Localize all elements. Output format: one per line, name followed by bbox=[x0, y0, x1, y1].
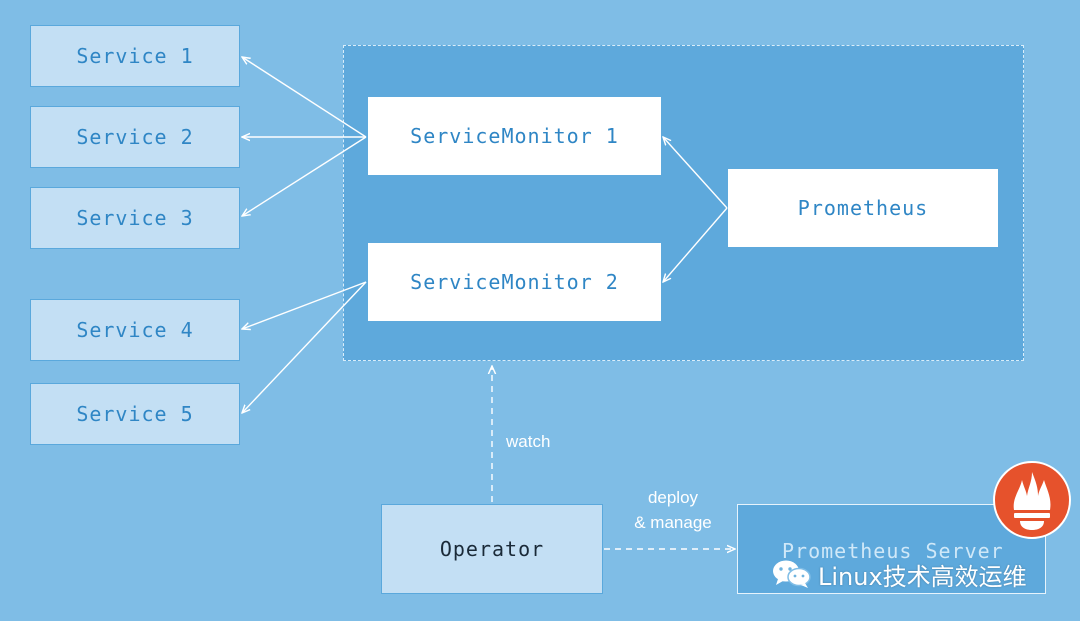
deploy-label: deploy bbox=[647, 488, 699, 507]
service-2-label: Service 2 bbox=[76, 125, 194, 149]
operator-label: Operator bbox=[439, 537, 545, 561]
edge-sm1-service3 bbox=[242, 136, 367, 216]
prometheus-server-box: Prometheus Server bbox=[737, 504, 1046, 594]
service-monitor-1-label: ServiceMonitor 1 bbox=[410, 124, 619, 148]
edge-sm2-service4 bbox=[242, 281, 367, 329]
edge-sm1-service1 bbox=[242, 57, 367, 138]
watch-label: watch bbox=[506, 432, 551, 451]
prometheus-box: Prometheus bbox=[728, 169, 998, 247]
service-monitor-2-box: ServiceMonitor 2 bbox=[368, 243, 661, 321]
prometheus-server-label: Prometheus Server bbox=[782, 539, 1004, 563]
prometheus-label: Prometheus bbox=[797, 196, 929, 220]
edge-sm2-service5 bbox=[242, 281, 367, 413]
edge-prometheus-sm2 bbox=[663, 207, 728, 282]
edge-prometheus-sm1 bbox=[663, 137, 728, 209]
service-5-label: Service 5 bbox=[76, 402, 194, 426]
service-monitor-1-box: ServiceMonitor 1 bbox=[368, 97, 661, 175]
watermark-text: Linux技术高效运维 bbox=[818, 562, 1027, 591]
service-monitor-2-label: ServiceMonitor 2 bbox=[410, 270, 619, 294]
service-3-label: Service 3 bbox=[76, 206, 194, 230]
service-4-box: Service 4 bbox=[30, 299, 240, 361]
prometheus-logo-icon bbox=[993, 461, 1071, 539]
service-4-label: Service 4 bbox=[76, 318, 194, 342]
service-1-box: Service 1 bbox=[30, 25, 240, 87]
service-3-box: Service 3 bbox=[30, 187, 240, 249]
service-5-box: Service 5 bbox=[30, 383, 240, 445]
wechat-icon bbox=[773, 560, 811, 588]
watermark: Linux技术高效运维 bbox=[770, 556, 1027, 592]
service-2-box: Service 2 bbox=[30, 106, 240, 168]
operator-box: Operator bbox=[381, 504, 603, 594]
manage-label: & manage bbox=[634, 513, 712, 532]
service-1-label: Service 1 bbox=[76, 44, 194, 68]
